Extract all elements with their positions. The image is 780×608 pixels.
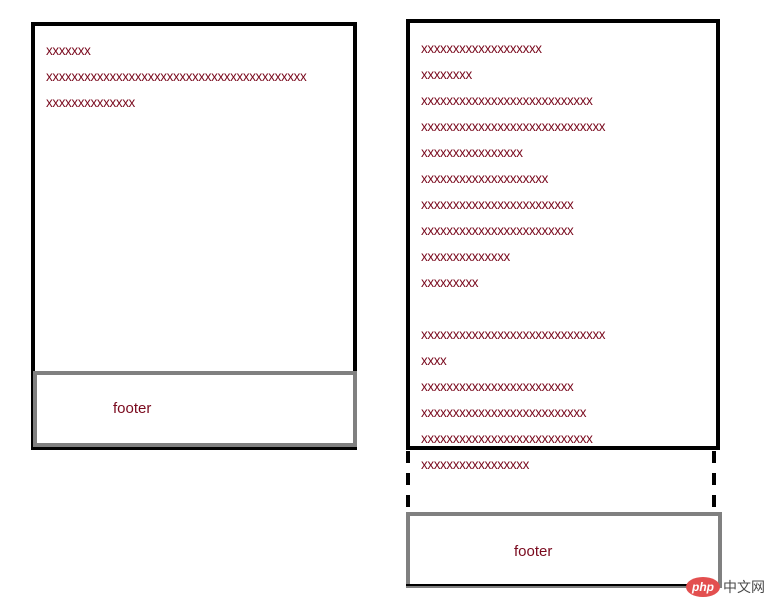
content-line: xxxxxxxxxxxxxxxxxxx [421, 41, 542, 56]
content-line: xxxxxxxxxxxxxxxxxxxxxxxx [421, 197, 574, 212]
right-footer-box [406, 512, 722, 588]
content-line: xxxxxxxxx [421, 275, 479, 290]
overflow-line: xxxxxxxxxxxxxxxxx [421, 457, 529, 472]
content-line: xxxxxxxxxxxxxxxxxxxxxxxx [421, 379, 574, 394]
left-footer-label: footer [113, 400, 152, 417]
right-overflow-region [406, 451, 716, 511]
content-line: xxxxxxxx [421, 67, 472, 82]
content-line: xxxxxxxxxxxxxxxxxxxxxxxxxxxxx [421, 327, 606, 342]
content-line: xxxxxxxxxxxxxxxxxxxxxxxx [421, 223, 574, 238]
right-footer-bottom-edge [406, 584, 718, 586]
overflow-dashed-left-border [406, 451, 410, 511]
content-line: xxxxxxx [46, 43, 91, 58]
left-content-box [31, 22, 357, 450]
overflow-dashed-right-border [712, 451, 716, 511]
content-line: xxxxxxxxxxxxxxxxxxxxxxxxxxxxx [421, 119, 606, 134]
content-line: xxxxxxxxxxxxxxxx [421, 145, 523, 160]
php-logo-icon: php [686, 577, 720, 597]
left-content-text: xxxxxxx xxxxxxxxxxxxxxxxxxxxxxxxxxxxxxxx… [46, 38, 346, 116]
content-line: xxxxxxxxxxxxxxxxxxxx [421, 171, 549, 186]
content-line: xxxxxxxxxxxxxx [421, 249, 510, 264]
watermark-site-name: 中文网 [723, 580, 765, 596]
content-line: xxxxxxxxxxxxxxxxxxxxxxxxxx [421, 405, 587, 420]
content-line: xxxxxxxxxxxxxxxxxxxxxxxxxxxxxxxxxxxxxxxx… [46, 69, 307, 84]
right-content-text: xxxxxxxxxxxxxxxxxxx xxxxxxxx xxxxxxxxxxx… [421, 36, 711, 478]
site-watermark: php 中文网 [686, 577, 765, 597]
left-footer-box [33, 371, 357, 447]
content-line: xxxxxxxxxxxxxx [46, 95, 135, 110]
content-line: xxxx [421, 353, 447, 368]
overflow-line: xxxxxxxxxxxxxxxxxxxxxxxxxxx [421, 431, 593, 446]
content-line: xxxxxxxxxxxxxxxxxxxxxxxxxxx [421, 93, 593, 108]
right-content-box [406, 19, 720, 450]
right-footer-label: footer [514, 543, 553, 560]
